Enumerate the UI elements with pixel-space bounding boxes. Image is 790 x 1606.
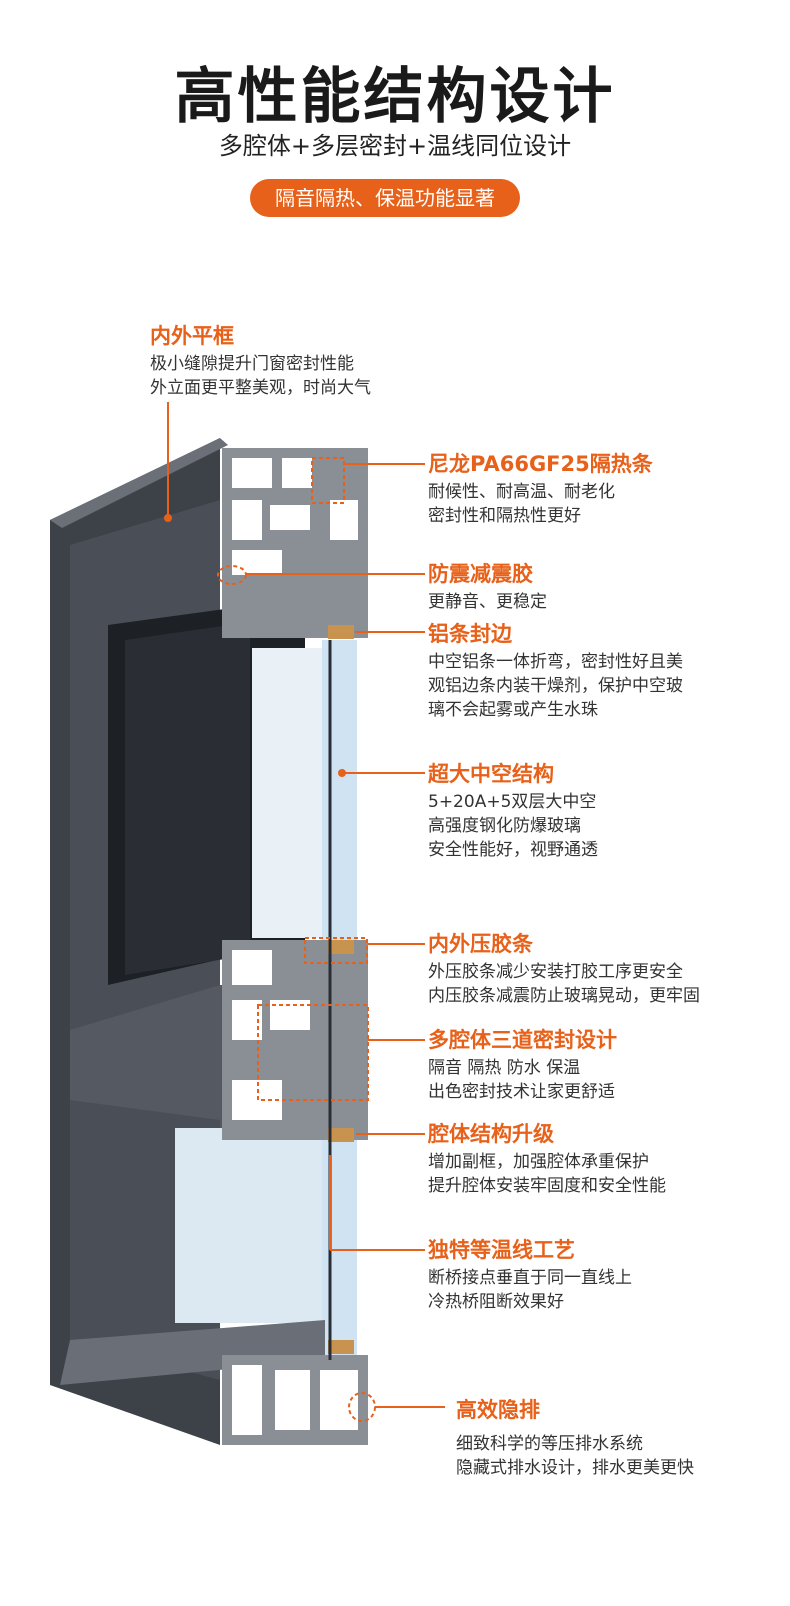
screen-inner xyxy=(125,622,250,975)
annotation-line: 内压胶条减震防止玻璃晃动，更牢固 xyxy=(428,986,700,1006)
annotation-hidden-drain: 高效隐排 细致科学的等压排水系统 隐藏式排水设计，排水更美更快 xyxy=(456,1396,694,1480)
annotation-title: 多腔体三道密封设计 xyxy=(428,1028,617,1052)
annotation-line: 外压胶条减少安装打胶工序更安全 xyxy=(428,962,683,982)
annotation-line: 外立面更平整美观，时尚大气 xyxy=(150,378,371,398)
page-title: 高性能结构设计 xyxy=(174,62,616,132)
annotation-line: 中空铝条一体折弯，密封性好且美 xyxy=(428,652,683,672)
annotation-line: 璃不会起雾或产生水珠 xyxy=(428,700,598,720)
leader-lines xyxy=(167,402,445,1408)
leader-dots xyxy=(164,514,346,777)
annotation-line: 极小缝隙提升门窗密封性能 xyxy=(150,354,354,374)
annotation-shock-gasket: 防震减震胶 更静音、更稳定 xyxy=(428,560,547,614)
annotation-flat-frame: 内外平框 极小缝隙提升门窗密封性能 外立面更平整美观，时尚大气 xyxy=(150,322,371,400)
upper-glass-edge xyxy=(322,640,357,940)
annotation-line: 断桥接点垂直于同一直线上 xyxy=(428,1268,632,1288)
annotation-title: 内外压胶条 xyxy=(428,932,533,956)
annotation-title: 高效隐排 xyxy=(456,1398,540,1422)
annotation-line: 出色密封技术让家更舒适 xyxy=(428,1082,615,1102)
annotation-title: 铝条封边 xyxy=(428,622,512,646)
annotation-title: 腔体结构升级 xyxy=(428,1122,554,1146)
annotation-line: 隔音 隔热 防水 保温 xyxy=(428,1058,581,1078)
annotation-line: 安全性能好，视野通透 xyxy=(428,840,598,860)
annotation-title: 超大中空结构 xyxy=(428,762,554,786)
annotation-pressure-strip: 内外压胶条 外压胶条减少安装打胶工序更安全 内压胶条减震防止玻璃晃动，更牢固 xyxy=(428,930,700,1008)
annotation-title: 内外平框 xyxy=(150,324,234,348)
annotation-title: 防震减震胶 xyxy=(428,562,533,586)
spacer-lower xyxy=(328,1128,354,1142)
annotation-aluminum-edge: 铝条封边 中空铝条一体折弯，密封性好且美 观铝边条内装干燥剂，保护中空玻 璃不会… xyxy=(428,620,683,722)
spacer-top xyxy=(328,625,354,639)
annotation-thermal-strip: 尼龙PA66GF25隔热条 耐候性、耐高温、耐老化 密封性和隔热性更好 xyxy=(428,450,653,528)
spacer-mid xyxy=(328,940,354,954)
upper-glass xyxy=(252,648,322,938)
annotation-line: 更静音、更稳定 xyxy=(428,592,547,612)
annotation-triple-seal: 多腔体三道密封设计 隔音 隔热 防水 保温 出色密封技术让家更舒适 xyxy=(428,1026,617,1104)
lower-glass xyxy=(175,1128,325,1323)
annotation-line: 冷热桥阻断效果好 xyxy=(428,1292,564,1312)
frame-top-bevel xyxy=(50,438,228,528)
annotation-line: 细致科学的等压排水系统 xyxy=(456,1434,643,1454)
annotation-line: 隐藏式排水设计，排水更美更快 xyxy=(456,1458,694,1478)
annotation-line: 提升腔体安装牢固度和安全性能 xyxy=(428,1176,666,1196)
annotation-line: 耐候性、耐高温、耐老化 xyxy=(428,482,615,502)
annotation-line: 观铝边条内装干燥剂，保护中空玻 xyxy=(428,676,683,696)
annotation-title: 独特等温线工艺 xyxy=(428,1238,575,1262)
annotation-line: 5+20A+5双层大中空 xyxy=(428,792,597,812)
annotation-isotherm: 独特等温线工艺 断桥接点垂直于同一直线上 冷热桥阻断效果好 xyxy=(428,1236,632,1314)
annotation-cavity-upgrade: 腔体结构升级 增加副框，加强腔体承重保护 提升腔体安装牢固度和安全性能 xyxy=(428,1120,666,1198)
feature-badge: 隔音隔热、保温功能显著 xyxy=(250,179,520,217)
annotation-hollow-structure: 超大中空结构 5+20A+5双层大中空 高强度钢化防爆玻璃 安全性能好，视野通透 xyxy=(428,760,598,862)
sill-bevel xyxy=(60,1320,325,1385)
annotation-line: 密封性和隔热性更好 xyxy=(428,506,581,526)
page-subtitle: 多腔体+多层密封+温线同位设计 xyxy=(218,132,572,160)
lower-glass-edge xyxy=(322,1128,357,1358)
spacer-bottom xyxy=(328,1340,354,1354)
annotation-line: 增加副框，加强腔体承重保护 xyxy=(428,1152,649,1172)
annotation-line: 高强度钢化防爆玻璃 xyxy=(428,816,581,836)
annotation-title: 尼龙PA66GF25隔热条 xyxy=(428,452,653,476)
